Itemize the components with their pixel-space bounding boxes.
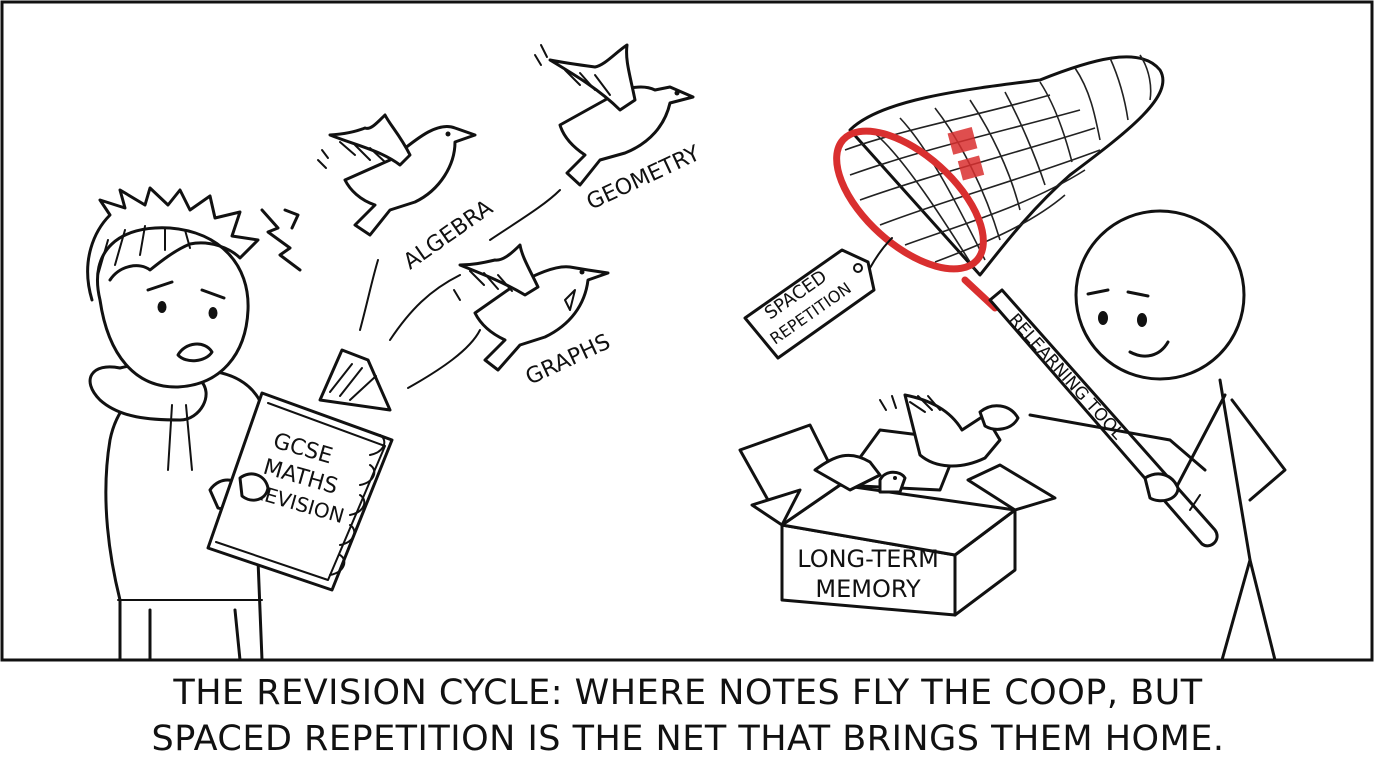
panel-border [0, 0, 1374, 662]
stick-figure-head [1074, 209, 1246, 381]
spaced-repetition-tag: SPACED REPETITION [743, 237, 893, 360]
box-label-line1: LONG-TERM [797, 545, 939, 573]
stress-lines [260, 208, 302, 272]
comic-panel: GCSE MATHS REVISION ALGEBRA GEOMETRY GRA… [0, 0, 1374, 662]
box-label-line2: MEMORY [815, 575, 921, 603]
revision-book: GCSE MATHS REVISION [206, 348, 394, 592]
bird-algebra: ALGEBRA [317, 113, 498, 275]
bird-graphs: GRAPHS [453, 243, 614, 390]
student-figure [86, 186, 302, 662]
comic-caption: THE REVISION CYCLE: WHERE NOTES FLY THE … [0, 668, 1376, 764]
motion-trails [359, 189, 561, 389]
student-hair [86, 186, 260, 302]
long-term-memory-box: LONG-TERM MEMORY [738, 393, 1057, 617]
stick-figure [978, 209, 1287, 662]
student-head [96, 226, 250, 389]
caption-line2: SPACED REPETITION IS THE NET THAT BRINGS… [151, 719, 1225, 759]
bird-geometry: GEOMETRY [534, 43, 705, 215]
caption-line1: THE REVISION CYCLE: WHERE NOTES FLY THE … [173, 673, 1203, 713]
